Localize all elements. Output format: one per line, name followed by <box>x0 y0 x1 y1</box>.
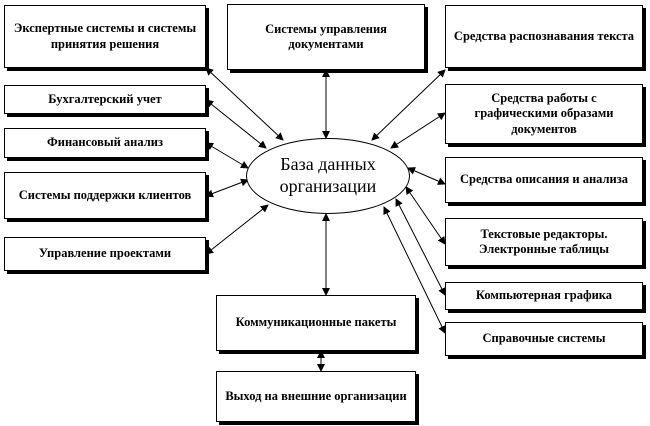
connector-reference-systems <box>383 206 446 334</box>
connector-graphic-images <box>390 112 446 149</box>
node-description-analysis: Средства описания и анализа <box>445 157 643 203</box>
connector-editors-spreadsheets <box>405 186 446 245</box>
central-database-node: База данных организации <box>246 138 410 214</box>
node-accounting: Бухгалтерский учет <box>4 85 206 114</box>
node-client-support: Системы поддержки клиентов <box>4 172 206 219</box>
node-project-management: Управление проектами <box>4 237 206 271</box>
node-computer-graphics: Компьютерная графика <box>445 282 643 310</box>
node-expert-systems: Экспертные системы и системы принятия ре… <box>4 5 206 68</box>
node-communication-packages: Коммуникационные пакеты <box>216 295 416 351</box>
node-text-recognition: Средства распознавания текста <box>445 5 643 68</box>
central-node-line2: организации <box>279 176 377 196</box>
connector-expert-systems <box>205 67 284 141</box>
connector-text-recognition <box>371 69 446 141</box>
node-external-organizations: Выход на внешние организации <box>216 371 416 422</box>
node-editors-spreadsheets: Текстовые редакторы. Электронные таблицы <box>445 218 643 266</box>
node-graphic-images: Средства работы с графическими образами … <box>445 84 643 144</box>
node-reference-systems: Справочные системы <box>445 322 643 356</box>
connector-description-analysis <box>407 167 446 185</box>
connector-accounting <box>205 99 267 149</box>
node-document-management: Системы управления документами <box>227 4 425 70</box>
central-node-line1: База данных <box>280 154 376 175</box>
connector-project-management <box>205 204 269 255</box>
connector-client-support <box>205 178 249 198</box>
node-financial-analysis: Финансовый анализ <box>4 128 206 158</box>
connector-financial-analysis <box>205 142 249 169</box>
